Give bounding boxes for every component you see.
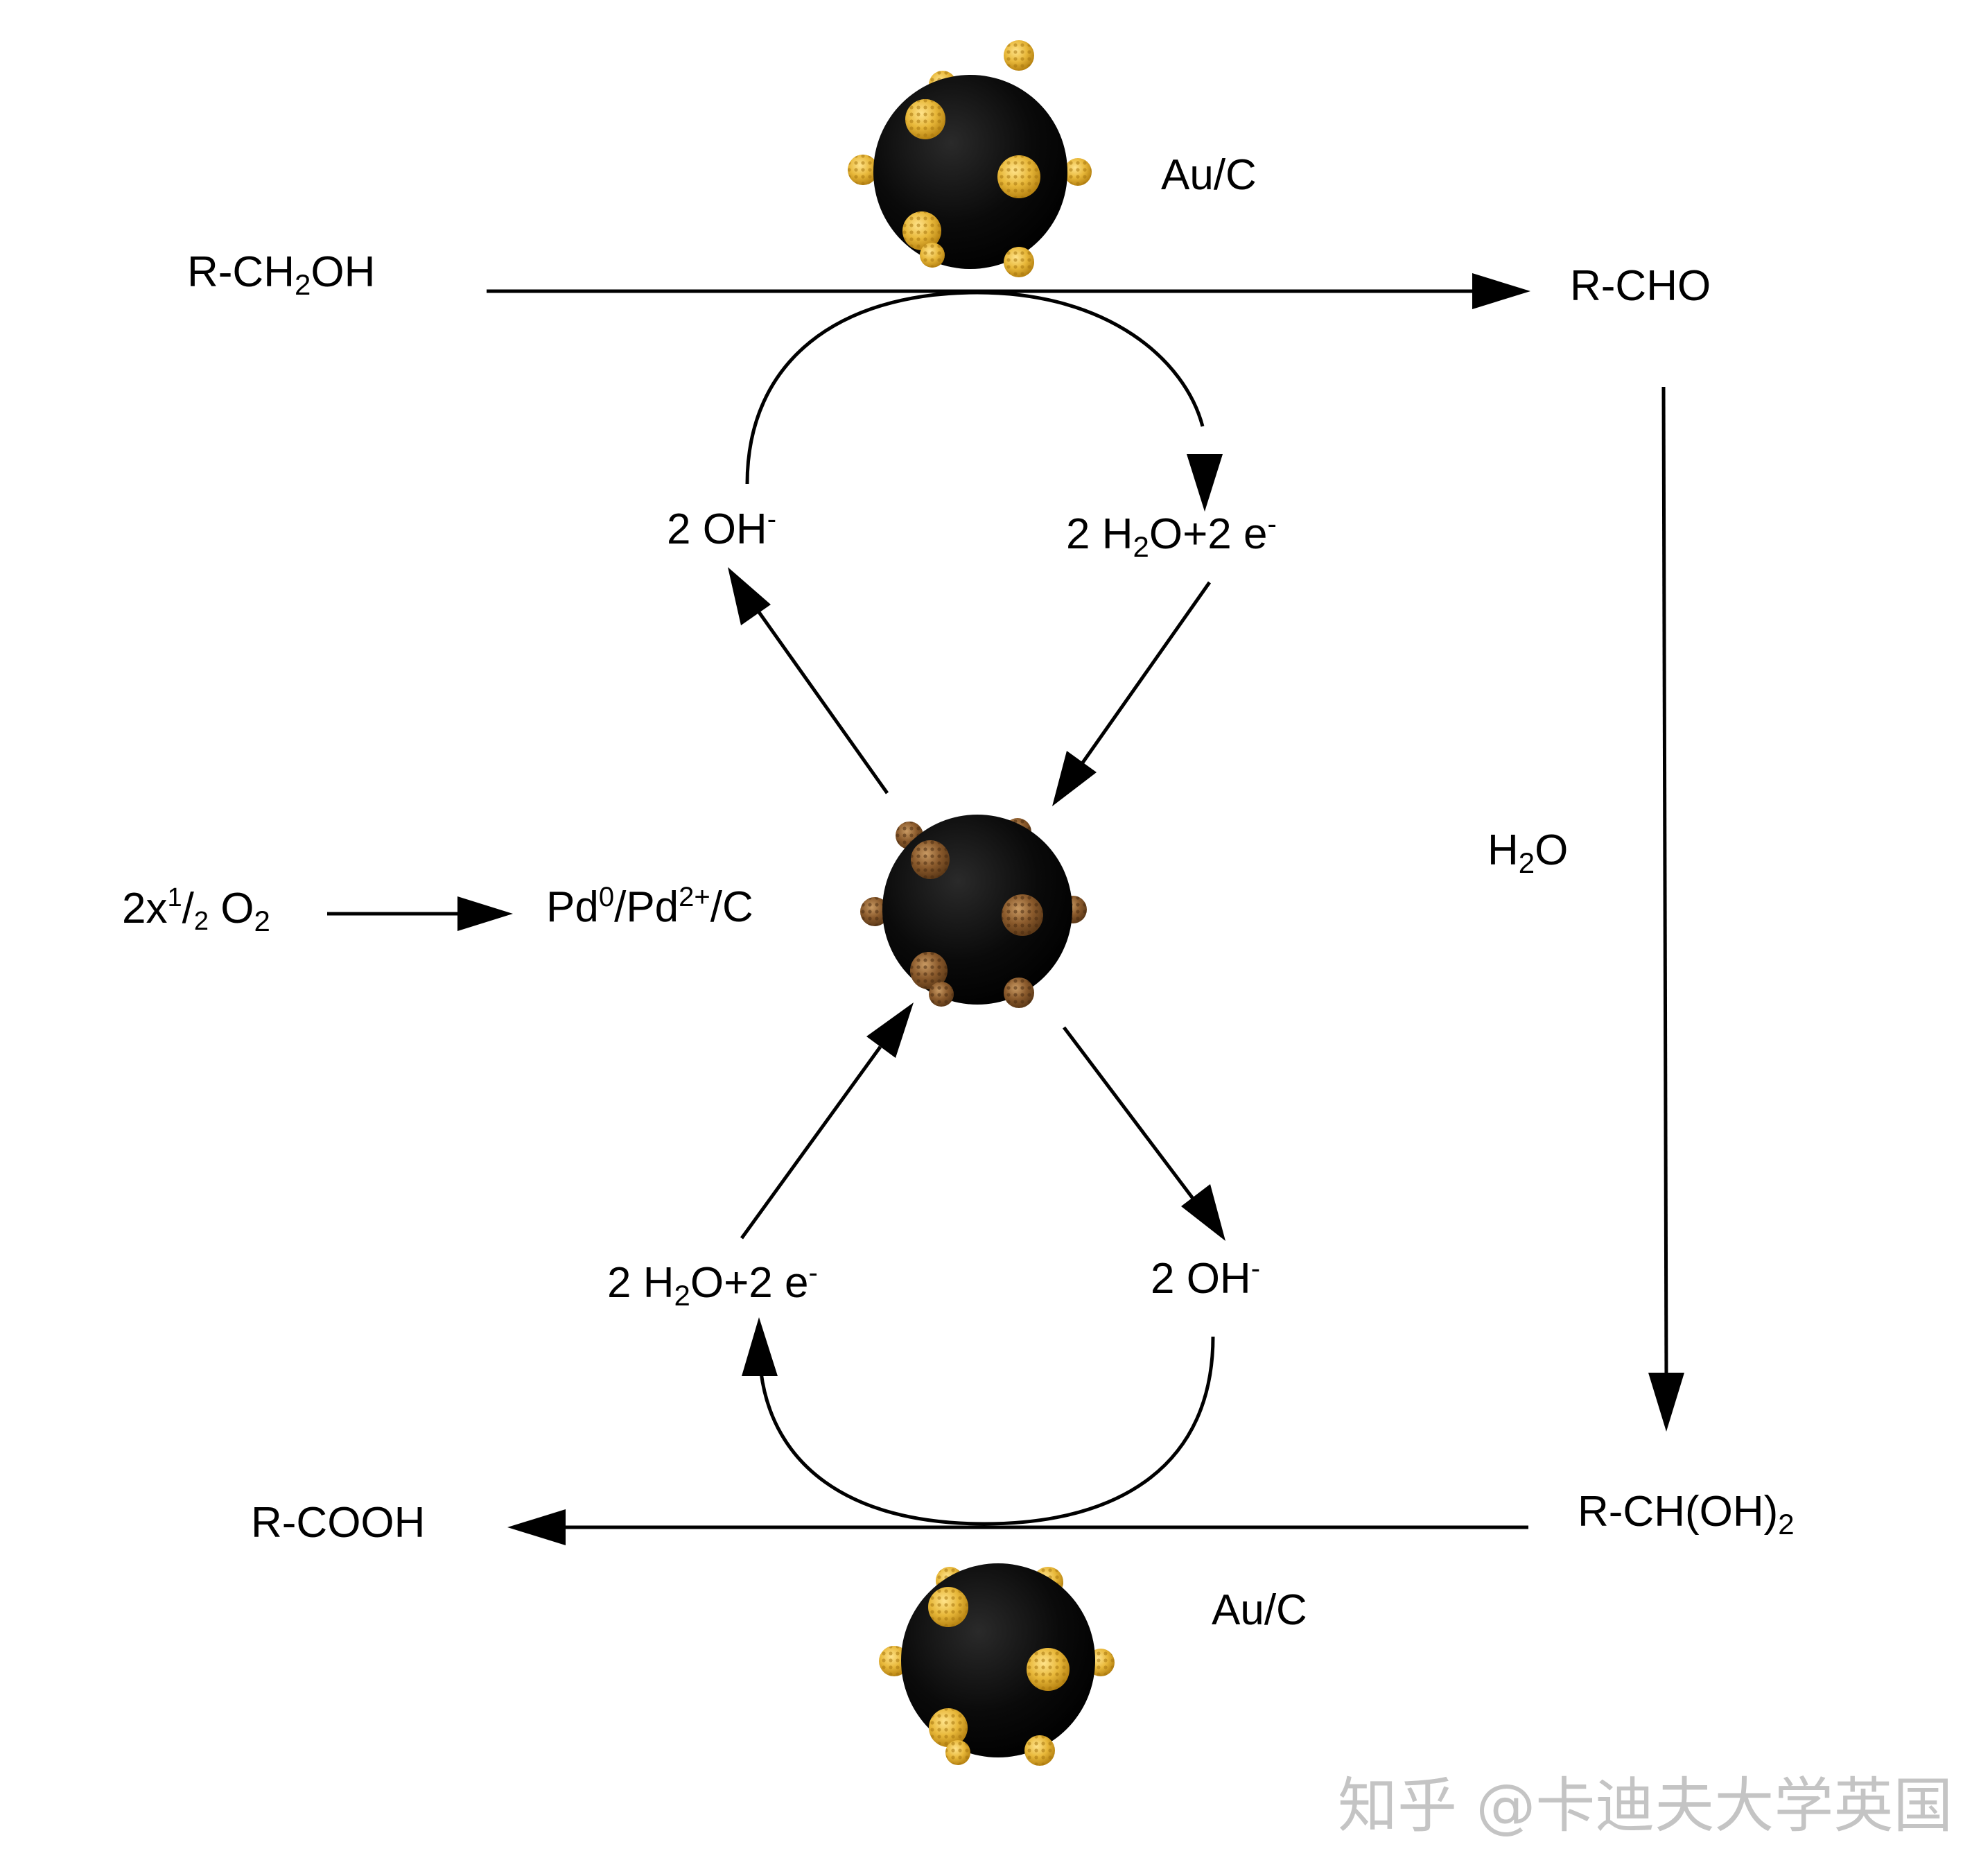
arrow-aldehyde-to-diol	[1648, 386, 1684, 1432]
au-particle-bottom	[879, 1563, 1115, 1766]
label-water-top-right: 2 H2O+2 e-	[1066, 509, 1277, 563]
label-pd-catalyst: Pd0/Pd2+/C	[546, 882, 753, 931]
label-au-catalyst-top: Au/C	[1161, 151, 1257, 199]
arrow-pd-to-oh-top	[728, 567, 889, 794]
label-aldehyde: R-CHO	[1570, 262, 1711, 310]
arrow-water-to-pd-top	[1052, 581, 1212, 806]
arc-top-oh-to-water	[745, 290, 1223, 512]
arrow-water-to-pd-bottom	[740, 1002, 914, 1240]
watermark-text: 知乎 @卡迪夫大学英国	[1338, 1771, 1953, 1841]
arrow-diol-to-acid	[507, 1509, 1528, 1545]
label-oxygen: 2x1/2 O2	[122, 883, 270, 937]
label-water-bottom-left: 2 H2O+2 e-	[607, 1258, 818, 1312]
label-gem-diol: R-CH(OH)2	[1578, 1488, 1795, 1540]
arrow-alcohol-to-aldehyde	[487, 273, 1530, 309]
label-oh-bottom-right: 2 OH-	[1151, 1253, 1261, 1303]
label-oh-top-left: 2 OH-	[667, 504, 777, 553]
arrow-oxygen-to-pd	[327, 896, 513, 931]
label-au-catalyst-bottom: Au/C	[1212, 1586, 1307, 1634]
label-acid: R-COOH	[251, 1499, 426, 1547]
au-particle-top	[848, 40, 1092, 277]
pd-particle	[860, 815, 1087, 1008]
label-alcohol: R-CH2OH	[187, 248, 376, 301]
arc-bottom-oh-to-water	[742, 1317, 1215, 1526]
label-water-step: H2O	[1487, 826, 1569, 879]
arrow-pd-to-oh-bottom	[1063, 1026, 1225, 1241]
